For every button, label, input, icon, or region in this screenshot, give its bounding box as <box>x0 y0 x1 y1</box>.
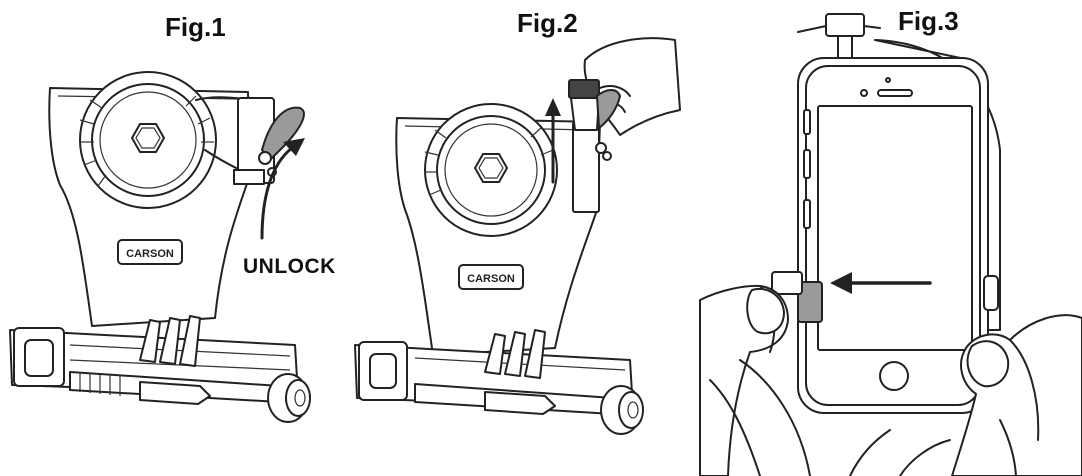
fig1-adapter-illustration: CARSON <box>9 71 311 423</box>
figure-1-panel: Fig.1 CARSON <box>0 0 360 476</box>
fig2-lever-housing <box>572 121 600 213</box>
fig3-earpiece <box>877 89 913 97</box>
fig3-top-knob <box>825 13 865 37</box>
figure-2-title: Fig.2 <box>517 8 578 38</box>
fig2-brand-plate <box>458 264 524 290</box>
figure-3-title: Fig.3 <box>898 6 959 36</box>
fig1-unlock-label: UNLOCK <box>243 255 336 278</box>
fig2-lock-lever <box>568 79 600 99</box>
fig3-phone-screen <box>817 105 973 351</box>
fig3-home-button <box>879 361 909 391</box>
fig2-adapter-illustration: CARSON <box>354 37 681 435</box>
fig2-brand-text: CARSON <box>467 273 515 285</box>
fig3-slider-clamp <box>797 281 823 323</box>
fig1-unlock-arrow <box>260 146 294 240</box>
figure-3-panel: Fig.3 <box>699 0 1082 476</box>
figure-2-panel: Fig.2 CARSON <box>345 0 705 476</box>
fig1-brand-text: CARSON <box>126 248 174 260</box>
fig1-brand-plate <box>117 239 183 265</box>
figure-1-title: Fig.1 <box>165 12 226 42</box>
fig3-phone-illustration <box>699 13 1082 476</box>
